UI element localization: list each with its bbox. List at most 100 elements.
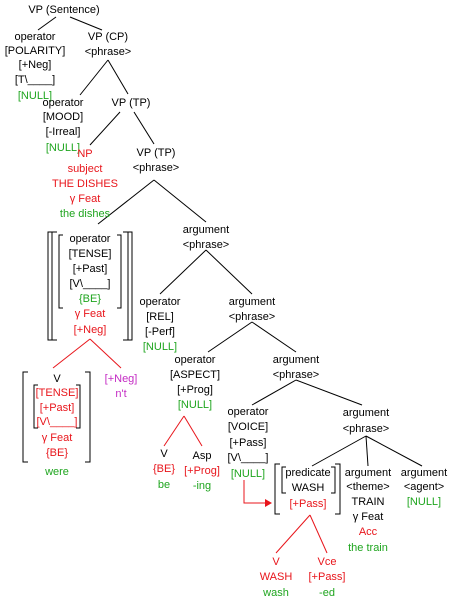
theme-line6: the train (348, 542, 388, 554)
node-rel: operator [REL] [-Perf] [NULL] (140, 296, 181, 353)
predicate-bracket-inner-right (331, 466, 336, 494)
aspect-line1: operator (175, 354, 216, 366)
tp1-line1: VP (TP) (112, 97, 151, 109)
edge-arg3-arg4 (295, 379, 363, 406)
voice-line4: [V\____] (228, 452, 269, 464)
agent-line2: <agent> (404, 481, 444, 493)
wash-line3: wash (262, 587, 289, 599)
arg3-line1: argument (273, 354, 319, 366)
edge-predicate-v (275, 514, 311, 554)
cp-line2: <phrase> (85, 46, 131, 58)
node-np: NP subject THE DISHES γ Feat the dishes (52, 148, 118, 220)
mood-line2: [MOOD] (43, 111, 83, 123)
mood-line4: [NULL] (46, 142, 80, 154)
tense-bracket-outer-right-2 (123, 231, 129, 341)
np-line5: the dishes (60, 208, 111, 220)
tense-line5: {BE} (79, 293, 101, 305)
node-tense-operator: operator [TENSE] [+Past] [V\____] {BE} γ… (69, 233, 112, 336)
tense-bracket-outer-right (127, 231, 133, 341)
wash-line2: WASH (260, 571, 293, 583)
predicate-bracket-inner-left (281, 466, 286, 494)
predicate-line2: WASH (292, 482, 325, 494)
node-predicate: predicate WASH [+Pass] (285, 467, 330, 510)
node-polarity: operator [POLARITY] [+Neg] [T\____] [NUL… (5, 31, 66, 102)
theme-line4: γ Feat (353, 511, 384, 523)
edge-arg2-aspect (207, 321, 253, 353)
node-aspect: operator [ASPECT] [+Prog] [NULL] (170, 354, 220, 411)
aspect-line4: [NULL] (178, 399, 212, 411)
tense-line3: [+Past] (73, 263, 108, 275)
agent-line1: argument (401, 467, 447, 479)
arg4-line2: <phrase> (343, 423, 389, 435)
aspect-line2: [ASPECT] (170, 369, 220, 381)
were-bracket-inner-left (33, 384, 38, 429)
edge-arg4-agent (365, 435, 423, 467)
edge-arg1-rel (159, 249, 207, 295)
edge-aspect-asp (183, 415, 203, 447)
ed-line3: -ed (319, 587, 335, 599)
rel-line4: [NULL] (143, 341, 177, 353)
edge-predicate-vce (309, 514, 328, 554)
voice-to-predicate-arrow-line (243, 480, 266, 504)
wash-line1: V (272, 556, 280, 568)
edge-arg4-predicate (311, 435, 367, 467)
theme-line3: TRAIN (352, 496, 385, 508)
theme-line2: <theme> (346, 481, 389, 493)
cp-line1: VP (CP) (88, 31, 128, 43)
voice-line3: [+Pass] (230, 437, 267, 449)
theme-line1: argument (345, 467, 391, 479)
mood-line3: [-Irreal] (46, 126, 81, 138)
root-label: VP (Sentence) (28, 4, 99, 16)
ed-line2: [+Pass] (309, 571, 346, 583)
node-theme: argument <theme> TRAIN γ Feat Acc the tr… (345, 467, 391, 554)
edge-arg3-voice (251, 379, 297, 406)
edge-root-polarity (37, 16, 57, 31)
node-agent: argument <agent> [NULL] (401, 467, 447, 508)
were-line7: were (44, 466, 69, 478)
arg2-line1: argument (229, 296, 275, 308)
were-bracket-outer-right (85, 371, 91, 463)
rel-line3: [-Perf] (145, 326, 175, 338)
tense-bracket-outer-left (47, 231, 53, 341)
arg1-line2: <phrase> (183, 239, 229, 251)
agent-line3: [NULL] (407, 496, 441, 508)
voice-line1: operator (228, 406, 269, 418)
node-neg-nt: [+Neg] n't (105, 373, 138, 400)
polarity-line1: operator (15, 31, 56, 43)
edge-cp-tp1 (107, 59, 129, 95)
were-line6: {BE} (46, 447, 68, 459)
tense-line4: [V\____] (70, 278, 111, 290)
polarity-line4: [T\____] (15, 74, 55, 86)
node-voice: operator [VOICE] [+Pass] [V\____] [NULL] (228, 406, 269, 480)
polarity-line3: [+Neg] (19, 59, 52, 71)
edge-cp-mood (79, 59, 109, 96)
were-line2: [TENSE] (36, 387, 79, 399)
neg-line1: [+Neg] (105, 373, 138, 385)
be-line2: {BE} (153, 463, 175, 475)
tense-bracket-inner-right (117, 234, 122, 309)
voice-line5: [NULL] (231, 468, 265, 480)
node-tp1: VP (TP) (112, 97, 151, 109)
theme-line5: Acc (359, 526, 378, 538)
predicate-bracket-outer-right (335, 463, 341, 515)
node-arg2: argument <phrase> (229, 296, 275, 323)
tense-line2: [TENSE] (69, 248, 112, 260)
edge-tp2-arg1 (153, 179, 207, 223)
edge-root-cp (69, 16, 103, 31)
voice-to-predicate-arrowhead (265, 499, 272, 507)
were-bracket-outer-left (22, 371, 28, 463)
were-line3: [+Past] (40, 402, 75, 414)
np-line2: subject (68, 163, 103, 175)
node-v-wash: V WASH wash (260, 556, 293, 599)
np-line4: γ Feat (70, 193, 101, 205)
black-edges (37, 16, 423, 467)
edge-tense-v (52, 338, 91, 369)
voice-line2: [VOICE] (228, 421, 268, 433)
node-arg1: argument <phrase> (183, 224, 229, 251)
aspect-line3: [+Prog] (177, 384, 213, 396)
edge-tense-neg (89, 338, 122, 369)
were-line5: γ Feat (42, 432, 73, 444)
edge-tp1-np (89, 111, 121, 146)
were-line4: [V\____] (37, 416, 78, 428)
polarity-line5: [NULL] (18, 90, 52, 102)
